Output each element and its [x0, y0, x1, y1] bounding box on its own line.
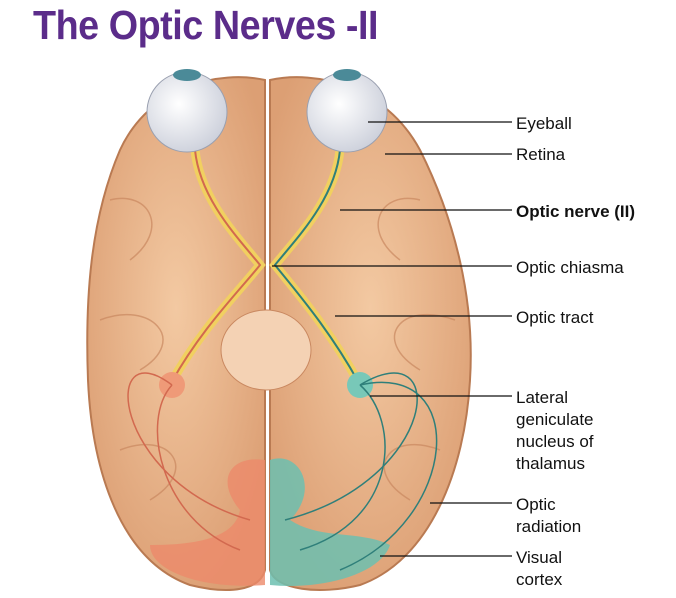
label-optic-radiation: Optic radiation [516, 494, 581, 538]
label-line: radiation [516, 517, 582, 536]
eyeball-left [146, 69, 228, 153]
label-optic-nerve: Optic nerve (II) [516, 202, 636, 221]
label-lgn: Lateral geniculate nucleus of thalamus [516, 387, 594, 475]
label-line: Visual [516, 548, 562, 567]
leader-lines [272, 121, 512, 557]
label-lgn-line: geniculate [516, 410, 594, 429]
label-lgn-line: thalamus [516, 454, 585, 473]
label-eyeball: Eyeball [516, 114, 572, 133]
brainstem [220, 309, 312, 391]
label-lgn-line: nucleus of [516, 432, 594, 451]
visual-cortex-left [150, 459, 265, 586]
label-line: Optic [516, 495, 556, 514]
eyeball-right [306, 69, 388, 153]
label-visual-cortex: Visual cortex [516, 547, 562, 591]
label-optic-tract: Optic tract [516, 308, 594, 327]
visual-cortex-right [270, 458, 390, 586]
label-line: cortex [516, 570, 563, 589]
page-title: The Optic Nerves -II [33, 2, 379, 48]
label-lgn-line: Lateral [516, 388, 568, 407]
label-retina: Retina [516, 145, 566, 164]
label-optic-chiasma: Optic chiasma [516, 258, 624, 277]
